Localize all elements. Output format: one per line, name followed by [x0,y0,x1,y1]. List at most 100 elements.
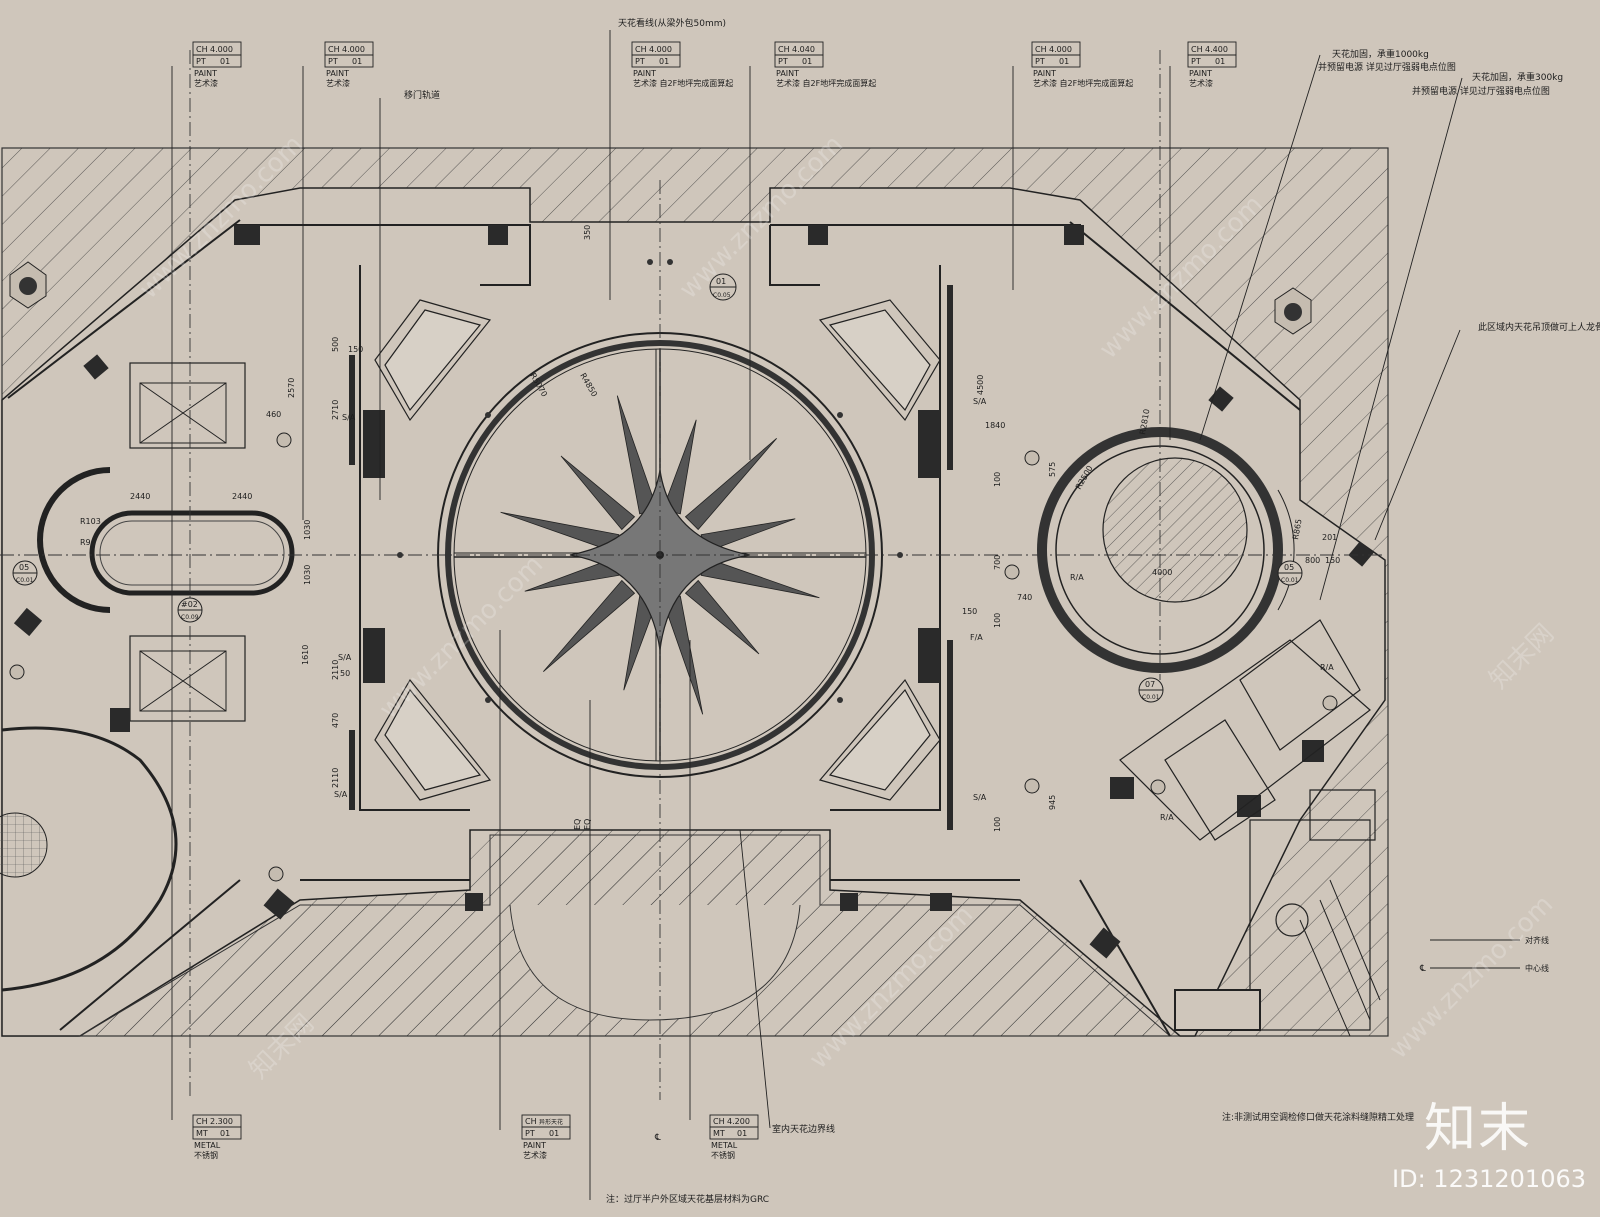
tag-ch-value: 4.000 [649,45,672,54]
dim: R9 [80,538,91,547]
dim: R103 [80,517,101,526]
center-lines [0,50,1385,1100]
dim: 1030 [303,520,312,540]
dim: 150 [348,345,363,354]
tag-material-cn: 艺术漆 [523,1150,547,1160]
callout-ref: C0.01 [16,577,34,584]
tag-pt-value: 01 [220,57,230,66]
legend-center-symbol: ℄ [1419,964,1426,974]
tag-ch-value: 2.300 [210,1117,233,1126]
tag-material: PAINT [326,69,349,78]
note-ac-access: 注:非测试用空调检修口做天花涂料缝隙精工处理 [1222,1111,1414,1123]
tag-pt-value: 01 [802,57,812,66]
callout-02: #02 C0.09 [177,597,203,623]
tag-pt: MT [713,1129,725,1138]
dim: 100 [993,613,1002,628]
dim: 2570 [287,378,296,398]
dim: 2440 [130,492,150,501]
dim: R2810 [1138,408,1151,435]
elevator-upper [129,362,246,449]
lower-left-room [1,726,178,992]
center-line-symbol: ℄ [654,1133,661,1143]
tag-pt: PT [1035,57,1045,66]
note-reinforce-1000-line1: 天花加固，承重1000kg [1332,48,1429,60]
star-spike [684,579,760,655]
columns [13,225,1374,959]
dim: R865 [1291,518,1303,540]
tag-pt-value: 01 [220,1129,230,1138]
tag-material-cn: 艺术漆 自2F地坪完成面算起 [633,78,733,88]
dim: 575 [1048,462,1057,477]
note-reinforce-1000-line2: 并预留电源 详见过厅强弱电点位图 [1318,61,1456,73]
tag-pt: PT [635,57,645,66]
dim: S/A [973,397,987,406]
bottom-tag-1: CH 2.300 MT 01 METAL 不锈钢 [194,1117,233,1160]
tag-material-cn: 艺术漆 自2F地坪完成面算起 [1033,78,1133,88]
note-grc-material: 注：过厅半户外区域天花基层材料为GRC [606,1193,769,1205]
dim: 800 [1305,556,1320,565]
tag-ch-value: 4.400 [1205,45,1228,54]
oval-ceiling-feature [37,467,295,613]
callout-num: 01 [716,277,726,286]
dim: 1610 [301,645,310,665]
tag-material-cn: 不锈钢 [711,1150,735,1160]
dim: 945 [1048,795,1057,810]
corner-ornament-left [9,261,47,309]
tag-ch-value: 4.000 [342,45,365,54]
corner-ornament-right [1274,287,1312,335]
note-sliding-track: 移门轨道 [404,89,440,101]
dim: 2710 [331,400,340,420]
image-id: ID: 1231201063 [1392,1165,1586,1193]
bottom-tag-2: CH 异形天花 PT 01 PAINT 艺术漆 [523,1117,563,1160]
tag-ch-value: 4.000 [210,45,233,54]
star-spike [543,579,636,672]
note-indoor-boundary: 室内天花边界线 [772,1123,835,1135]
dim: 100 [993,472,1002,487]
dim: S/A [334,790,348,799]
tag-pt: PT [328,57,338,66]
round-grille [0,812,48,878]
tag-material: PAINT [776,69,799,78]
dim: 1030 [303,565,312,585]
dim: 100 [993,817,1002,832]
brand-logo: 知末 [1423,1099,1532,1159]
ceiling-tag-3: CH 4.000 PT 01 PAINT 艺术漆 自2F地坪完成面算起 [633,45,733,88]
dim: F/A [970,633,983,642]
tag-pt-value: 01 [352,57,362,66]
dim: 470 [331,713,340,728]
interior-floor [1,187,1386,1037]
tag-frames [192,41,1237,1140]
tag-ch: CH [328,45,340,54]
tag-ch: CH [713,1117,725,1126]
tag-pt-value: 01 [659,57,669,66]
dim: 350 [583,225,592,240]
callout-num: 05 [19,563,29,572]
star-spike [684,438,777,531]
ceiling-tag-4: CH 4.040 PT 01 PAINT 艺术漆 自2F地坪完成面算起 [776,45,876,88]
tag-material-cn: 艺术漆 [326,78,350,88]
ceiling-tag-5: CH 4.000 PT 01 PAINT 艺术漆 自2F地坪完成面算起 [1033,45,1133,88]
dim: 740 [1017,593,1032,602]
watermark-cn: 知末网 [1484,619,1560,695]
tag-pt: PT [525,1129,535,1138]
tag-pt-value: 01 [1215,57,1225,66]
tag-pt-value: 01 [737,1129,747,1138]
dim: S/A [338,653,352,662]
dim: EQ [583,819,592,830]
tag-material: METAL [194,1141,221,1150]
note-reinforce-300-line2: 并预留电源 详见过厅强弱电点位图 [1412,85,1550,97]
tag-ch: CH [635,45,647,54]
dim: 4500 [976,375,985,395]
dim: 150 [1325,556,1340,565]
dim: 500 [331,337,340,352]
tag-pt: PT [778,57,788,66]
dim: 1840 [985,421,1005,430]
ceiling-tag-6: CH 4.400 PT 01 PAINT 艺术漆 [1189,45,1228,88]
callout-ref: C0.09 [181,614,199,621]
ceiling-tag-1: CH 4.000 PT 01 PAINT 艺术漆 [194,45,233,88]
tag-ch: CH [1191,45,1203,54]
tag-material-cn: 艺术漆 自2F地坪完成面算起 [776,78,876,88]
tag-material: METAL [711,1141,738,1150]
tag-material: PAINT [1033,69,1056,78]
